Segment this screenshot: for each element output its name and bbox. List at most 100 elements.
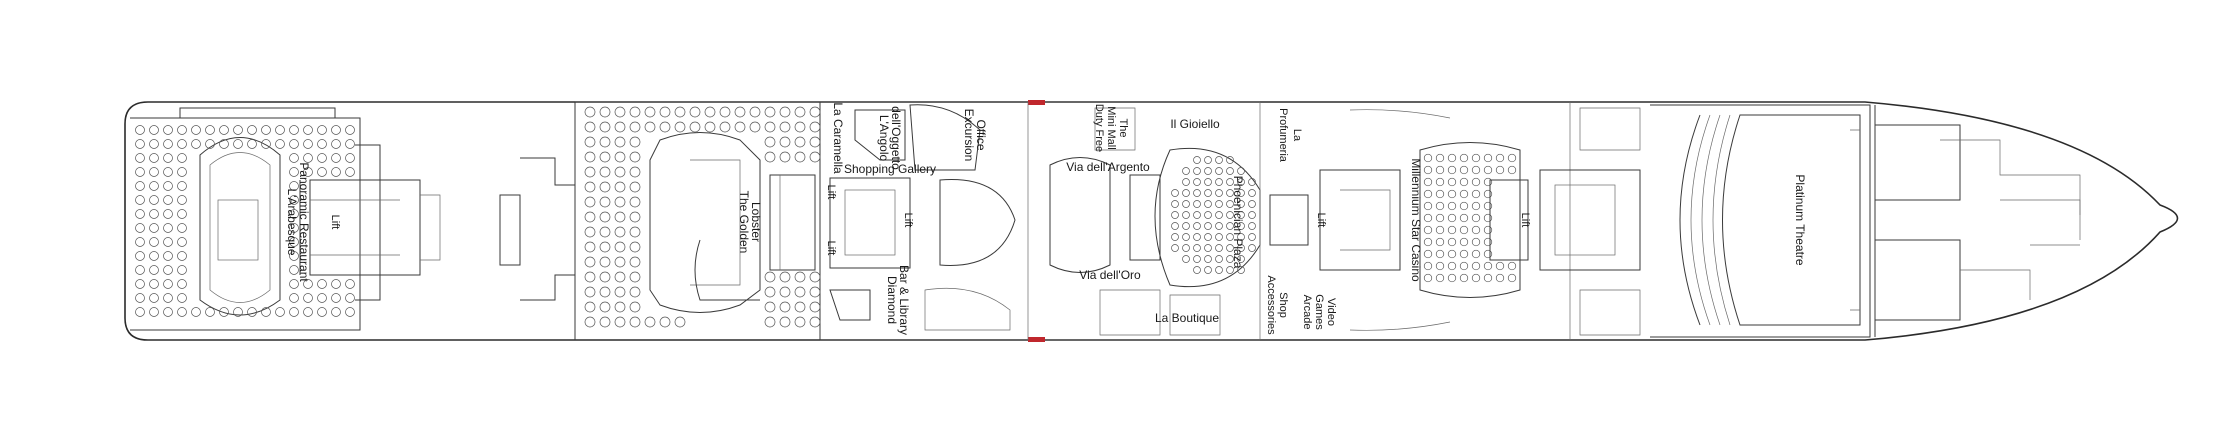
table-mark [149, 195, 159, 205]
table-mark [1471, 261, 1481, 271]
table-mark [1193, 178, 1201, 186]
table-mark [163, 223, 173, 233]
table-mark [1237, 167, 1245, 175]
table-mark [659, 106, 671, 118]
table-mark [135, 181, 145, 191]
shopping-gallery-zone [820, 101, 1029, 341]
table-mark [163, 181, 173, 191]
table-mark [674, 121, 686, 133]
table-mark [177, 307, 187, 317]
label-lobster: Lobster [749, 202, 763, 242]
table-mark [614, 316, 626, 328]
table-mark [704, 106, 716, 118]
table-mark [345, 293, 355, 303]
table-mark [1423, 177, 1433, 187]
table-mark [303, 167, 313, 177]
table-mark [163, 237, 173, 247]
table-mark [149, 251, 159, 261]
table-mark [794, 136, 806, 148]
table-mark [177, 125, 187, 135]
table-mark [233, 139, 243, 149]
table-mark [764, 106, 776, 118]
table-mark [629, 121, 641, 133]
table-mark [317, 307, 327, 317]
table-mark [599, 271, 611, 283]
table-mark [629, 316, 641, 328]
table-mark [1182, 200, 1190, 208]
table-mark [331, 293, 341, 303]
table-mark [809, 136, 821, 148]
table-mark [1193, 244, 1201, 252]
table-mark [809, 286, 821, 298]
table-mark [149, 307, 159, 317]
table-mark [1483, 189, 1493, 199]
table-mark [233, 307, 243, 317]
table-mark [149, 209, 159, 219]
table-mark [764, 121, 776, 133]
table-mark [289, 237, 299, 247]
table-mark [177, 237, 187, 247]
table-mark [177, 139, 187, 149]
table-mark [629, 106, 641, 118]
table-mark [584, 151, 596, 163]
table-mark [345, 307, 355, 317]
table-mark [1447, 213, 1457, 223]
table-mark [163, 139, 173, 149]
table-mark [1226, 167, 1234, 175]
table-mark [317, 167, 327, 177]
table-mark [1423, 261, 1433, 271]
table-mark [1495, 153, 1505, 163]
table-mark [1435, 153, 1445, 163]
table-mark [135, 125, 145, 135]
table-mark [1471, 177, 1481, 187]
table-mark [599, 316, 611, 328]
table-mark [289, 223, 299, 233]
table-mark [614, 256, 626, 268]
table-mark [599, 106, 611, 118]
table-mark [614, 211, 626, 223]
table-mark [809, 301, 821, 313]
table-mark [1204, 211, 1212, 219]
table-mark [1447, 153, 1457, 163]
table-mark [629, 181, 641, 193]
table-mark [261, 307, 271, 317]
table-mark [1182, 233, 1190, 241]
table-mark [599, 256, 611, 268]
table-mark [1435, 237, 1445, 247]
table-mark [1459, 213, 1469, 223]
aft-restaurant-zone [130, 107, 441, 331]
table-mark [1193, 266, 1201, 274]
table-mark [599, 166, 611, 178]
table-mark [1459, 201, 1469, 211]
table-mark [1182, 189, 1190, 197]
table-mark [599, 241, 611, 253]
table-mark [794, 286, 806, 298]
table-mark [1459, 225, 1469, 235]
platinum-theatre-zone [1650, 104, 1871, 338]
table-mark [1435, 213, 1445, 223]
table-mark [1215, 167, 1223, 175]
table-mark [1471, 249, 1481, 259]
table-mark [1204, 200, 1212, 208]
table-mark [1204, 167, 1212, 175]
table-mark [219, 125, 229, 135]
label-minimall-2: Mini Mall [1105, 106, 1117, 149]
table-mark [584, 166, 596, 178]
label-profumeria-2: Profumeria [1277, 108, 1289, 163]
table-mark [303, 279, 313, 289]
table-mark [163, 209, 173, 219]
table-mark [149, 279, 159, 289]
table-mark [1423, 237, 1433, 247]
table-mark [191, 125, 201, 135]
table-mark [1447, 225, 1457, 235]
label-minimall-3: Duty Free [1093, 104, 1105, 152]
table-mark [794, 301, 806, 313]
table-mark [794, 106, 806, 118]
table-mark [1483, 177, 1493, 187]
table-mark [599, 211, 611, 223]
table-mark [1226, 200, 1234, 208]
table-mark [303, 125, 313, 135]
table-mark [1447, 273, 1457, 283]
table-mark [674, 316, 686, 328]
table-mark [1423, 165, 1433, 175]
